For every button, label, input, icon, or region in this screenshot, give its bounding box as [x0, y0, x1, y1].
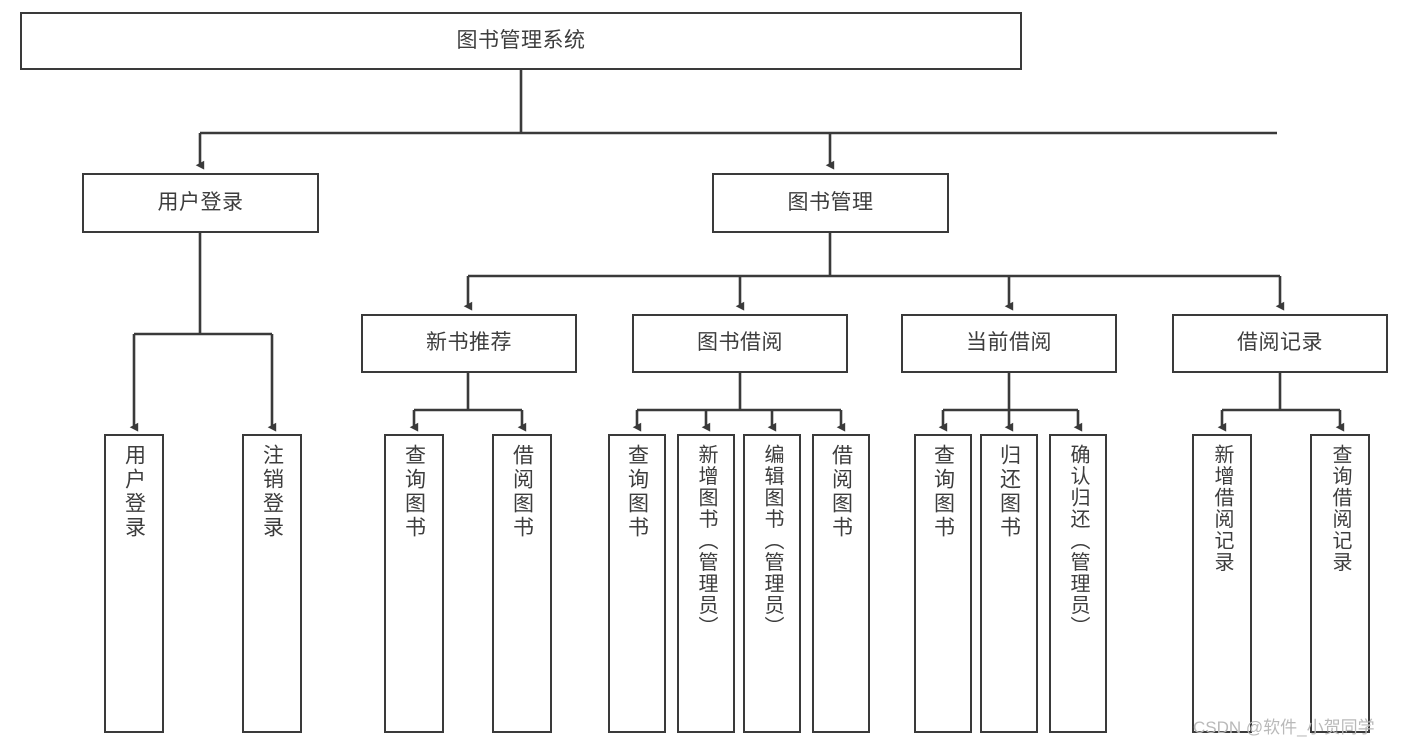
node-leaf-confirm-return[interactable]: 确认归还（管理员）: [1049, 434, 1107, 733]
node-borrow-record[interactable]: 借阅记录: [1172, 314, 1388, 373]
node-leaf-add-record[interactable]: 新增借阅记录: [1192, 434, 1252, 733]
node-book-management[interactable]: 图书管理: [712, 173, 949, 233]
node-user-login-label: 用户登录: [157, 190, 244, 214]
node-leaf-query-book-2-label: 查询图书: [625, 444, 649, 540]
node-leaf-confirm-return-label: 确认归还（管理员）: [1067, 444, 1089, 638]
node-leaf-edit-book[interactable]: 编辑图书（管理员）: [743, 434, 801, 733]
node-leaf-add-record-label: 新增借阅记录: [1211, 444, 1233, 573]
csdn-watermark: CSDN @软件_小贺同学: [1193, 718, 1375, 737]
node-book-borrow[interactable]: 图书借阅: [632, 314, 848, 373]
node-leaf-return-book[interactable]: 归还图书: [980, 434, 1038, 733]
node-leaf-borrow-book-1[interactable]: 借阅图书: [492, 434, 552, 733]
node-leaf-query-book-1[interactable]: 查询图书: [384, 434, 444, 733]
node-new-book-recommend-label: 新书推荐: [426, 331, 512, 355]
node-leaf-borrow-book-2-label: 借阅图书: [829, 444, 853, 540]
node-leaf-query-book-1-label: 查询图书: [402, 444, 426, 540]
node-leaf-add-book-label: 新增图书（管理员）: [695, 444, 717, 638]
node-leaf-edit-book-label: 编辑图书（管理员）: [761, 444, 783, 638]
node-current-borrow-label: 当前借阅: [966, 331, 1052, 355]
node-leaf-return-book-label: 归还图书: [997, 444, 1021, 540]
node-borrow-record-label: 借阅记录: [1237, 331, 1323, 355]
node-leaf-query-book-3[interactable]: 查询图书: [914, 434, 972, 733]
node-leaf-user-login[interactable]: 用户登录: [104, 434, 164, 733]
node-leaf-add-book[interactable]: 新增图书（管理员）: [677, 434, 735, 733]
node-leaf-logout-label: 注销登录: [260, 444, 284, 540]
node-leaf-query-book-2[interactable]: 查询图书: [608, 434, 666, 733]
node-book-borrow-label: 图书借阅: [697, 331, 783, 355]
node-leaf-query-record-label: 查询借阅记录: [1329, 444, 1351, 573]
node-leaf-query-record[interactable]: 查询借阅记录: [1310, 434, 1370, 733]
node-leaf-logout[interactable]: 注销登录: [242, 434, 302, 733]
node-leaf-user-login-label: 用户登录: [122, 444, 146, 540]
node-leaf-borrow-book-2[interactable]: 借阅图书: [812, 434, 870, 733]
node-leaf-query-book-3-label: 查询图书: [931, 444, 955, 540]
node-new-book-recommend[interactable]: 新书推荐: [361, 314, 577, 373]
node-leaf-borrow-book-1-label: 借阅图书: [510, 444, 534, 540]
node-current-borrow[interactable]: 当前借阅: [901, 314, 1117, 373]
node-root-label: 图书管理系统: [456, 28, 586, 52]
node-book-management-label: 图书管理: [787, 190, 874, 214]
node-user-login[interactable]: 用户登录: [82, 173, 319, 233]
node-root[interactable]: 图书管理系统: [20, 12, 1022, 70]
